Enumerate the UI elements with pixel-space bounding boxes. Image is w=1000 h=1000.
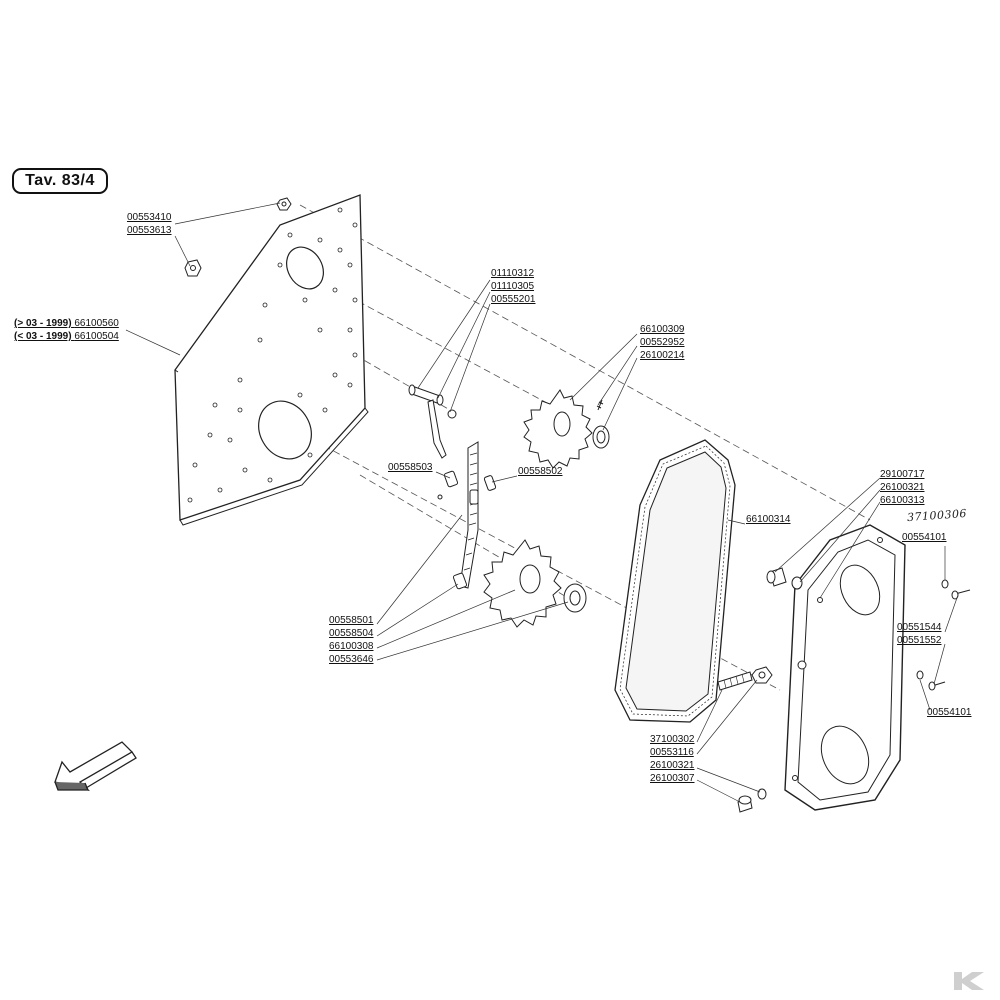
cover-gasket xyxy=(614,439,736,723)
part-label: 66100313 xyxy=(880,495,925,506)
part-label: 00551552 xyxy=(897,635,942,646)
part-label: 00553613 xyxy=(127,225,172,236)
drive-chain xyxy=(437,441,497,590)
tensioner-pin-assembly xyxy=(408,384,457,459)
part-code: 66100560 xyxy=(74,318,119,329)
part-label: 00558503 xyxy=(388,462,433,473)
direction-arrow xyxy=(54,741,137,792)
date-prefix: (> 03 - 1999) xyxy=(14,318,72,329)
part-label: 26100321 xyxy=(880,482,925,493)
date-prefix: (< 03 - 1999) xyxy=(14,331,72,342)
nut-top xyxy=(276,197,292,211)
plate-label-before: (< 03 - 1999) 66100504 xyxy=(14,331,119,343)
part-label: 00551544 xyxy=(897,622,942,633)
part-label: 66100308 xyxy=(329,641,374,652)
sheet-title: Tav. 83/4 xyxy=(12,168,108,194)
chain-cover xyxy=(784,524,906,811)
part-label: 01110312 xyxy=(491,268,535,279)
part-label: 00554101 xyxy=(902,532,947,543)
part-label: 26100307 xyxy=(650,773,695,784)
upper-sprocket xyxy=(523,389,610,469)
part-label: 66100309 xyxy=(640,324,685,335)
part-label: 00552952 xyxy=(640,337,685,348)
part-label: 00558504 xyxy=(329,628,374,639)
nut-lower xyxy=(184,259,202,277)
leader-lines xyxy=(125,202,959,803)
tension-screw xyxy=(717,666,773,691)
part-label: 37100302 xyxy=(650,734,695,745)
part-label: 00555201 xyxy=(491,294,536,305)
part-label: 00553410 xyxy=(127,212,172,223)
brand-watermark-logo xyxy=(954,972,984,990)
part-label: 00558501 xyxy=(329,615,374,626)
part-label: 00558502 xyxy=(518,466,563,477)
part-label: 66100314 xyxy=(746,514,791,525)
lower-sprocket xyxy=(483,539,587,628)
mounting-plate xyxy=(174,194,369,526)
part-label: 00553116 xyxy=(650,747,694,758)
part-label: 26100321 xyxy=(650,760,695,771)
grease-fitting xyxy=(766,567,803,590)
plate-label-after: (> 03 - 1999) 66100560 xyxy=(14,318,119,330)
part-label: 00553646 xyxy=(329,654,374,665)
part-label: 29100717 xyxy=(880,469,925,480)
part-label: 26100214 xyxy=(640,350,685,361)
part-code: 66100504 xyxy=(74,331,119,342)
drain-plug xyxy=(737,788,767,813)
part-label: 01110305 xyxy=(491,281,535,292)
screws-right xyxy=(916,579,971,691)
part-label: 00554101 xyxy=(927,707,972,718)
